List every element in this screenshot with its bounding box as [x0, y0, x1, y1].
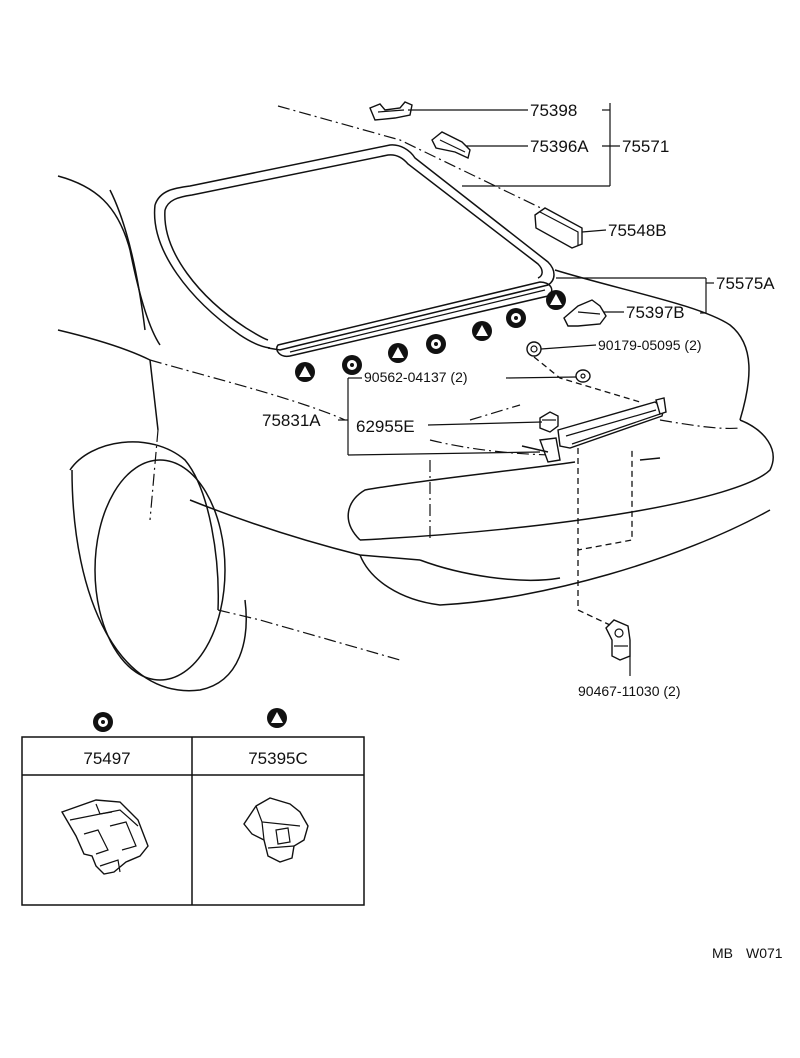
legend-clip-75395c-drawing	[243, 797, 309, 863]
circle-clip-icon	[506, 308, 526, 328]
label-75831a: 75831A	[262, 411, 321, 430]
triangle-clip-icon	[388, 343, 408, 363]
circle-clip-icon	[426, 334, 446, 354]
part-90467-clip	[605, 619, 631, 661]
diagram-code-number: W071	[746, 945, 783, 961]
diagram-code-prefix: MB	[712, 945, 733, 961]
part-75397b-clip	[563, 299, 607, 327]
label-90179-05095: 90179-05095 (2)	[598, 337, 702, 353]
label-75396a: 75396A	[530, 137, 589, 156]
label-75398: 75398	[530, 101, 577, 120]
molding-clip-symbols	[295, 290, 566, 382]
rear-window-weatherstrip	[153, 144, 555, 358]
assembly-dashed-lines	[533, 356, 641, 626]
label-75548b: 75548B	[608, 221, 667, 240]
circle-clip-icon	[342, 355, 362, 375]
circle-clip-icon	[93, 712, 113, 732]
part-90179-nut	[526, 341, 542, 357]
diagram-code: MB W071	[712, 945, 783, 961]
label-62955e: 62955E	[356, 417, 415, 436]
car-body-outline	[57, 105, 774, 692]
label-75397b: 75397B	[626, 303, 685, 322]
triangle-clip-icon	[472, 321, 492, 341]
legend-clip-75497-drawing	[60, 799, 149, 875]
part-90562-washer	[575, 369, 591, 383]
part-75548b-piece	[534, 207, 583, 249]
triangle-clip-icon	[267, 708, 287, 728]
label-90467-11030: 90467-11030 (2)	[578, 683, 680, 699]
part-62955e-grommet	[539, 411, 559, 433]
triangle-clip-icon	[295, 362, 315, 382]
triangle-clip-icon	[546, 290, 566, 310]
leader-lines	[338, 103, 714, 676]
legend-label-75395c: 75395C	[248, 749, 308, 768]
callout-labels: 75398 75396A 75571 75548B 75575A 75397B …	[262, 101, 775, 699]
legend-label-75497: 75497	[83, 749, 130, 768]
label-75571: 75571	[622, 137, 669, 156]
clip-legend-table: 75497 75395C	[21, 708, 365, 906]
part-garnish-bracket	[521, 397, 667, 463]
label-75575a: 75575A	[716, 274, 775, 293]
part-75396a-clip	[431, 131, 471, 159]
label-90562-04137: 90562-04137 (2)	[364, 369, 468, 385]
part-75398-clip	[369, 101, 413, 121]
